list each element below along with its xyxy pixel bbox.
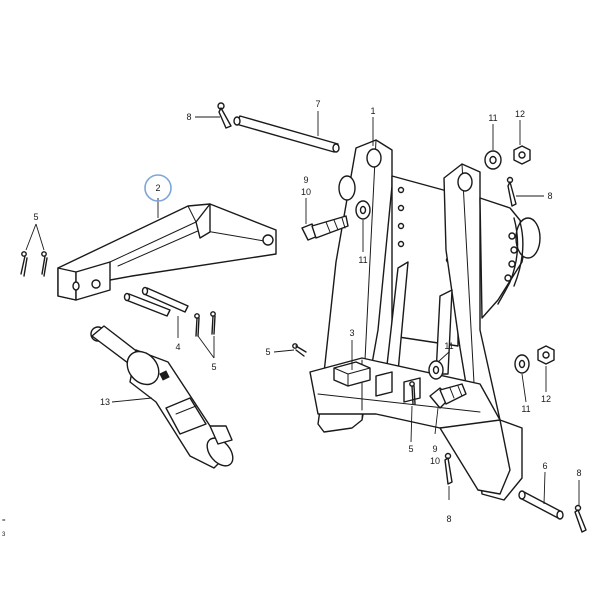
part-8-linch-pins	[217, 102, 587, 533]
callout-11-right: 11	[521, 404, 530, 414]
callout-10-bottom: 10	[430, 456, 440, 466]
callout-3: 3	[349, 328, 354, 338]
part-1-mounting-frame	[309, 139, 541, 501]
callout-12-bottom: 12	[541, 394, 551, 404]
callout-2: 2	[155, 183, 160, 193]
callout-5-bottom: 5	[408, 444, 413, 454]
callout-5-middle: 5	[211, 362, 216, 372]
part-2-a-frame	[57, 203, 277, 301]
frame-pin-hole-top	[366, 148, 382, 168]
part-12-nuts	[513, 145, 555, 365]
callout-6: 6	[542, 461, 547, 471]
callout-7: 7	[315, 99, 320, 109]
part-4-short-pins	[123, 286, 189, 317]
frame-right-upright	[443, 163, 523, 501]
callout-labels: 1 2 3 4 5 5 5 5 6 7 8 8 8 8 9 10 9 10 11…	[33, 99, 581, 524]
frame-lower-beam	[439, 419, 511, 495]
callout-13: 13	[100, 397, 110, 407]
callout-8-bottom: 8	[446, 514, 451, 524]
part-5-spring-pins	[20, 251, 416, 405]
callout-11-left: 11	[358, 255, 367, 265]
callout-5-frame: 5	[265, 347, 270, 357]
part-9-10-bolts	[301, 215, 467, 409]
callout-8-corner: 8	[576, 468, 581, 478]
highlight-ring	[144, 174, 172, 202]
edge-mark-2: 3	[2, 532, 6, 538]
frame-chain	[497, 217, 519, 305]
callout-10-top: 10	[301, 187, 311, 197]
frame-pin-hole-right	[457, 172, 473, 192]
part-7-pin	[233, 115, 340, 153]
callout-4: 4	[175, 342, 180, 352]
callout-8-top: 8	[186, 112, 191, 122]
edge-mark-1: =	[2, 518, 6, 524]
part-6-pin	[518, 490, 564, 520]
leader-lines	[25, 111, 580, 506]
callout-9-top: 9	[303, 175, 308, 185]
callout-12-top: 12	[515, 109, 525, 119]
callout-9-bottom: 9	[432, 444, 437, 454]
callout-5-left: 5	[33, 212, 38, 222]
callout-8-right: 8	[547, 191, 552, 201]
callout-11-top: 11	[488, 113, 497, 123]
frame-wing-plate	[479, 197, 529, 319]
part-13-cylinder	[90, 325, 234, 469]
callout-1: 1	[370, 106, 375, 116]
callout-11-middle: 11	[444, 341, 453, 351]
part-11-washers	[355, 150, 530, 380]
